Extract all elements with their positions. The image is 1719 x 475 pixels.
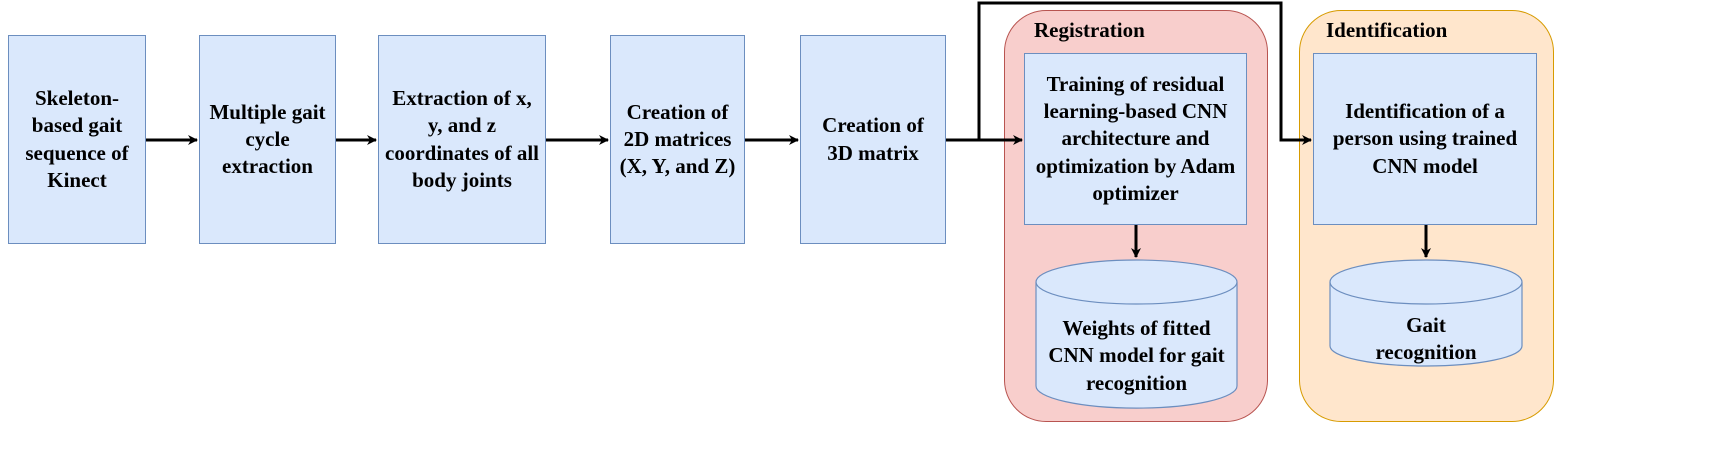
registration-training-box: Training of residual learning-based CNN … (1024, 53, 1247, 225)
arrow-branch (977, 1, 1312, 145)
step-3d-matrix: Creation of 3D matrix (800, 35, 946, 244)
database-icon (1035, 259, 1238, 409)
database-icon (1329, 259, 1523, 367)
gait-recognition-database-label: Gait recognition (1375, 312, 1477, 364)
step-gait-cycle-extraction: Multiple gait cycle extraction (199, 35, 336, 244)
step-skeleton-sequence: Skeleton-based gait sequence of Kinect (8, 35, 146, 244)
registration-title: Registration (1034, 18, 1145, 42)
identification-process-box: Identification of a person using trained… (1313, 53, 1537, 225)
weights-database-label: Weights of fitted CNN model for gait rec… (1048, 316, 1225, 395)
identification-title: Identification (1326, 18, 1448, 42)
step-coordinate-extraction: Extraction of x, y, and z coordinates of… (378, 35, 546, 244)
step-2d-matrices: Creation of 2D matrices (X, Y, and Z) (610, 35, 745, 244)
